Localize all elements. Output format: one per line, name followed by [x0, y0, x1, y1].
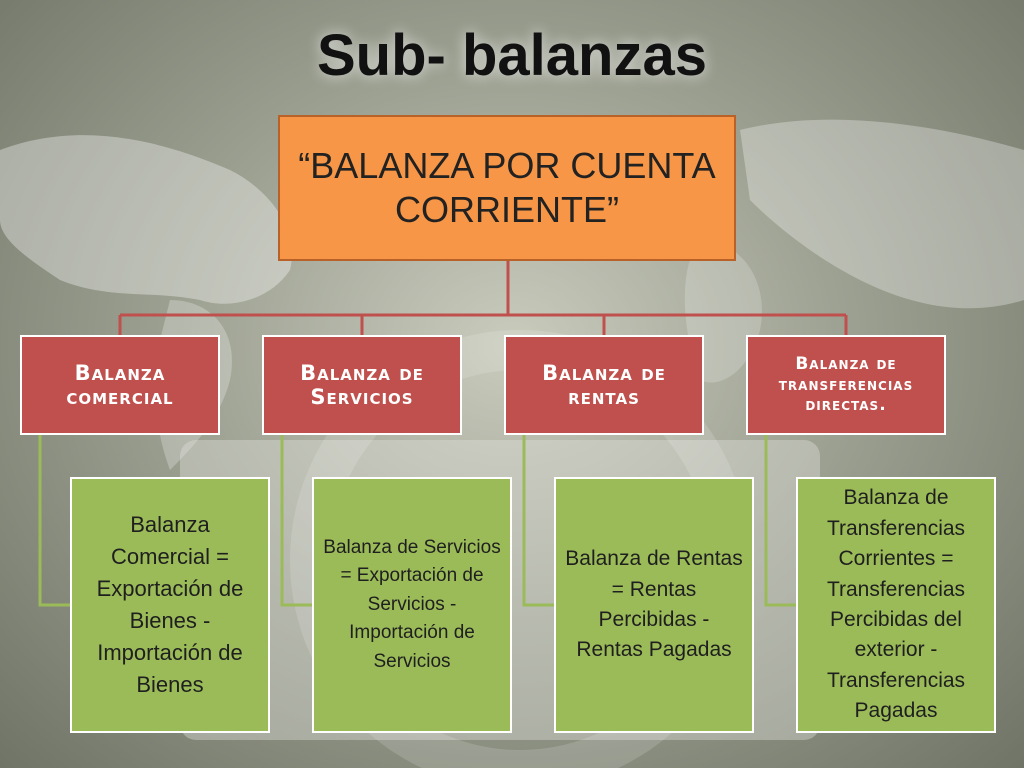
detail-node-servicios: Balanza de Servicios = Exportación de Se…: [312, 477, 512, 733]
continent-eurasia: [740, 119, 1024, 309]
category-label: Balanza de transferencias directas.: [778, 354, 914, 416]
detail-text: Balanza de Rentas = Rentas Percibidas - …: [565, 547, 743, 662]
detail-node-comercial: Balanza Comercial = Exportación de Biene…: [70, 477, 270, 733]
root-label: “BALANZA POR CUENTA CORRIENTE”: [298, 145, 716, 230]
root-connectors: [118, 261, 848, 335]
category-label: Balanza comercial: [66, 360, 174, 409]
detail-text: Balanza de Servicios = Exportación de Se…: [323, 536, 501, 672]
category-node-rentas: Balanza de rentas: [504, 335, 704, 435]
continent-north-america: [0, 135, 292, 304]
category-node-comercial: Balanza comercial: [20, 335, 220, 435]
continent-africa: [684, 240, 762, 383]
detail-node-transferencias: Balanza de Transferencias Corrientes = T…: [796, 477, 996, 733]
category-node-servicios: Balanza de Servicios: [262, 335, 462, 435]
connector-cat-4-detail: [764, 435, 796, 607]
detail-text: Balanza de Transferencias Corrientes = T…: [826, 486, 966, 723]
detail-node-rentas: Balanza de Rentas = Rentas Percibidas - …: [554, 477, 754, 733]
slide-title: Sub- balanzas: [317, 23, 707, 88]
category-label: Balanza de Servicios: [300, 360, 424, 409]
connector-cat-3-detail: [522, 435, 554, 607]
detail-text: Balanza Comercial = Exportación de Biene…: [96, 512, 244, 697]
category-node-transferencias: Balanza de transferencias directas.: [746, 335, 946, 435]
category-label: Balanza de rentas: [542, 360, 666, 409]
detail-connectors: [38, 435, 796, 607]
connector-cat-2-detail: [280, 435, 312, 607]
connector-cat-1-detail: [38, 435, 70, 607]
root-node: “BALANZA POR CUENTA CORRIENTE”: [278, 115, 736, 261]
